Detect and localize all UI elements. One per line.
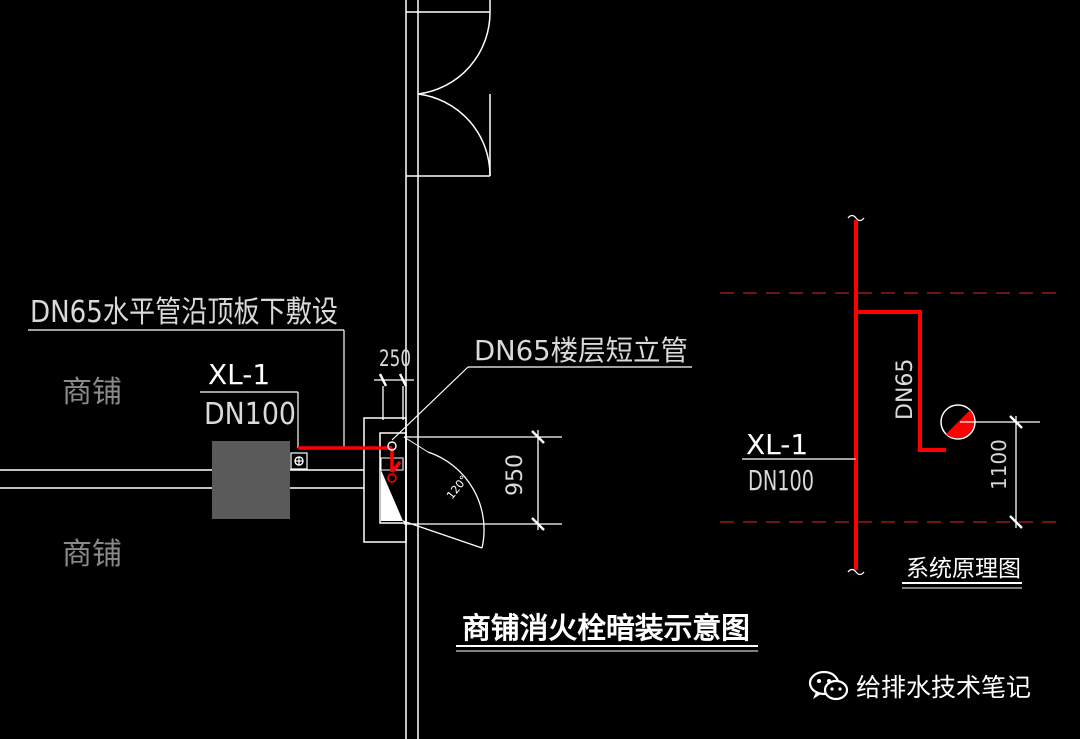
shop-label-lower: 商铺 (62, 537, 122, 572)
riser-code-right: XL-1 (746, 428, 808, 461)
riser-code-left: XL-1 (208, 358, 270, 391)
angle-120-label: 120° (444, 473, 471, 502)
horizontal-pipe-note: DN65水平管沿顶板下敷设 (30, 295, 338, 330)
riser-column (212, 441, 290, 519)
hydrant-piping (298, 446, 402, 474)
hydrant-niche (363, 417, 407, 543)
level-lines (720, 292, 1060, 523)
leader-lines (28, 329, 692, 449)
main-title: 商铺消火栓暗装示意图 (462, 611, 750, 645)
watermark-text: 给排水技术笔记 (856, 673, 1032, 702)
dim-250 (374, 373, 414, 420)
shop-label-upper: 商铺 (62, 375, 122, 410)
dim-1100-label: 1100 (987, 439, 1011, 490)
title-underlines (456, 582, 1022, 652)
main-riser (847, 214, 865, 576)
dim-950 (404, 430, 562, 531)
wall-lines (0, 0, 490, 739)
system-diagram-title: 系统原理图 (906, 556, 1021, 582)
wechat-icon (808, 670, 849, 701)
pipe-fittings (290, 441, 397, 483)
door-swing-arcs (417, 0, 491, 177)
hydrant-cabinet (380, 436, 485, 549)
dim-950-label: 950 (503, 454, 528, 496)
watermark: 给排水技术笔记 (808, 668, 1031, 704)
dim-250-label: 250 (379, 347, 411, 372)
branch-pipe (856, 310, 946, 452)
dim-1100 (960, 415, 1040, 529)
floor-riser-note: DN65楼层短立管 (474, 334, 688, 367)
branch-dn-label: DN65 (893, 359, 918, 420)
hydrant-symbol (940, 404, 976, 440)
riser-dn-left: DN100 (204, 397, 296, 432)
riser-dn-right: DN100 (748, 464, 814, 497)
